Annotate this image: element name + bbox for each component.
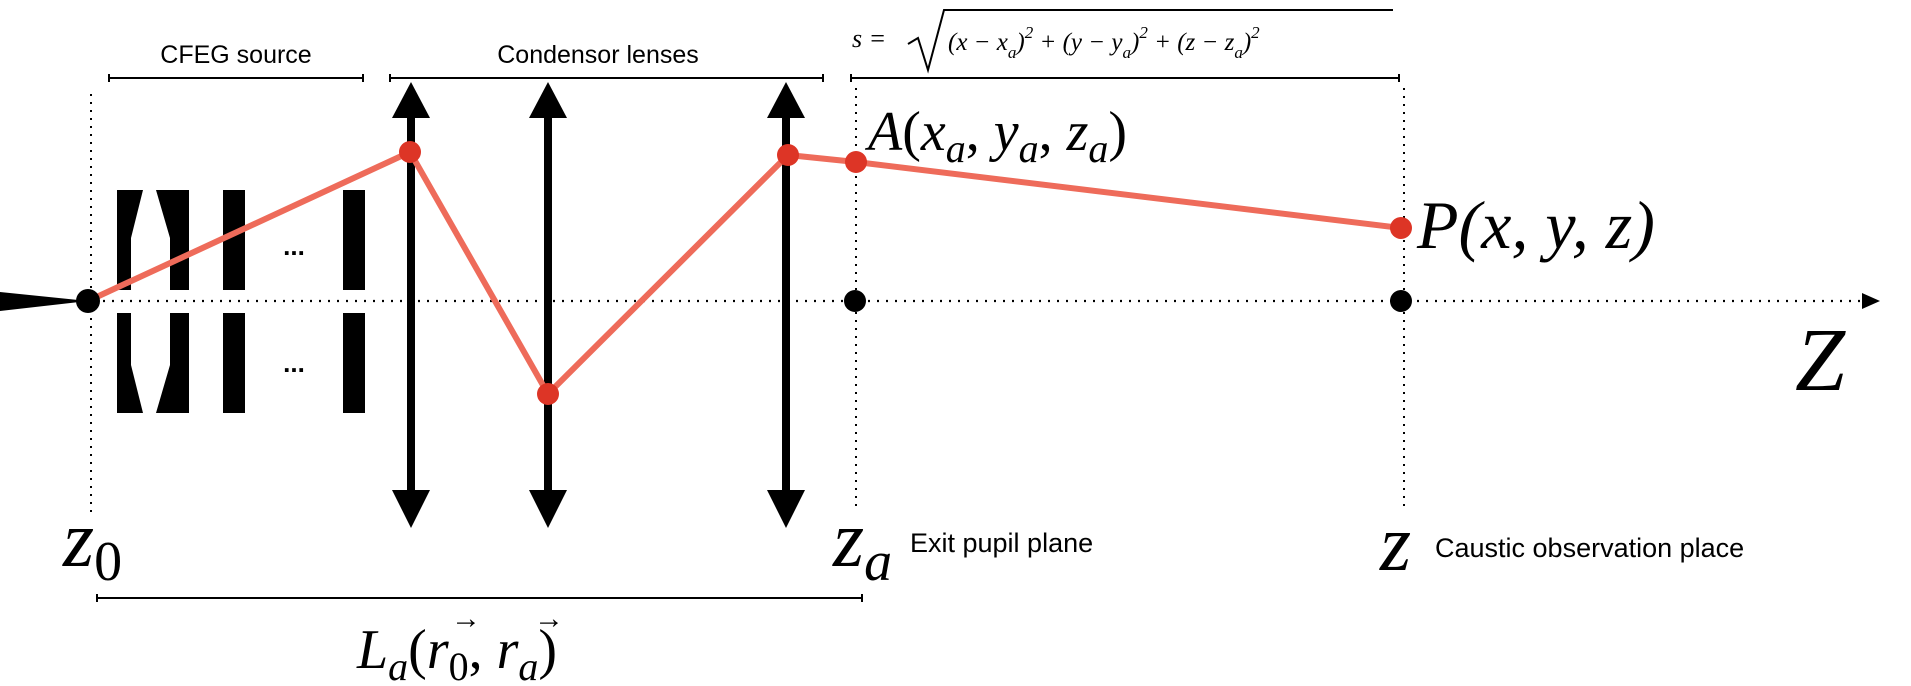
condensor-lens-2 <box>529 82 567 528</box>
vector-arrow-ra: → <box>534 602 564 635</box>
incoming-beam-wedge <box>0 292 88 311</box>
anode-plate-lower-1 <box>223 313 245 413</box>
ray-point-lens-3 <box>777 144 799 166</box>
ray-point-P <box>1390 217 1412 239</box>
condensor-lens-3 <box>767 82 805 528</box>
axis-point-za <box>844 290 866 312</box>
cfeg-electrodes-upper: ... <box>117 190 365 290</box>
axis-arrowhead <box>1862 293 1880 309</box>
axis-label-Z: Z <box>1795 311 1846 410</box>
anode-plate-upper-1 <box>223 190 245 290</box>
electron-ray-path <box>86 149 1402 397</box>
ray-point-A <box>845 151 867 173</box>
point-A-label: A(xa, ya, za) <box>864 101 1127 171</box>
tip-electrode-lower-left <box>117 313 143 413</box>
s-distance-formula: s = (x − xa)2 + (y − ya)2 + (z − za)2 <box>852 9 1393 74</box>
exit-pupil-plane-label: Exit pupil plane <box>910 528 1093 558</box>
vector-arrow-r0: → <box>451 602 481 635</box>
path-length-bracket <box>96 594 863 602</box>
svg-text:s =: s = <box>852 24 886 53</box>
anode-plate-upper-2 <box>343 190 365 290</box>
condensor-lens-1 <box>392 82 430 528</box>
caustic-observation-place-label: Caustic observation place <box>1435 533 1744 563</box>
cfeg-source-bracket <box>108 74 364 82</box>
cfeg-electrodes-lower: ... <box>117 313 365 413</box>
path-length-label: La(r0, ra) <box>356 619 557 686</box>
condensor-lenses-label: Condensor lenses <box>497 41 699 69</box>
s-distance-bracket <box>850 74 1400 82</box>
ray-point-lens-1 <box>399 141 421 163</box>
ray-point-lens-2 <box>537 383 559 405</box>
axis-point-z0 <box>76 289 100 313</box>
ellipsis-lower: ... <box>283 348 305 378</box>
ellipsis-upper: ... <box>283 231 305 261</box>
condensor-lenses-bracket <box>389 74 824 82</box>
cfeg-source-label: CFEG source <box>160 41 311 69</box>
sqrt-sign <box>907 9 1393 74</box>
tip-electrode-upper-left <box>117 190 143 290</box>
point-P-label: P(x, y, z) <box>1416 187 1655 263</box>
axis-point-z <box>1390 290 1412 312</box>
tip-electrode-lower-right <box>156 313 189 413</box>
za-label: za <box>832 496 892 593</box>
tip-electrode-upper-right <box>156 190 189 290</box>
z-observation-label: z <box>1379 500 1411 588</box>
svg-text:(x − xa)2 + (y − ya)2 + (z − z: (x − xa)2 + (y − ya)2 + (z − za)2 <box>948 23 1260 62</box>
z0-label: z0 <box>62 496 122 593</box>
anode-plate-lower-2 <box>343 313 365 413</box>
